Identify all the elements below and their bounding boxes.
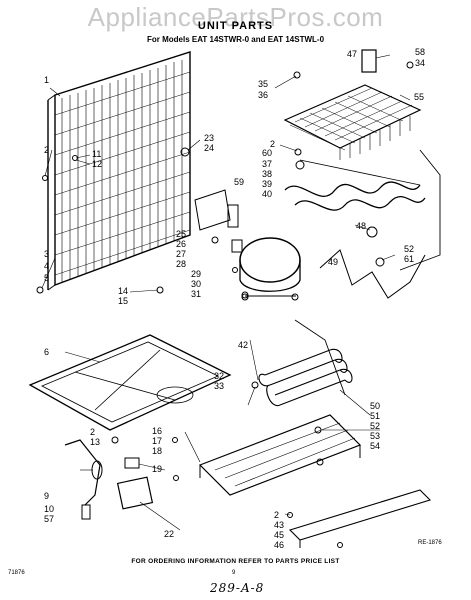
- callout-23: 23: [204, 133, 215, 143]
- junction-box: [116, 476, 154, 510]
- callout-3: 3: [44, 249, 50, 259]
- callout-34-right: 34: [415, 58, 426, 68]
- callout-2-bottom: 2: [274, 510, 280, 520]
- callout-18: 18: [152, 446, 163, 456]
- callout-37: 37: [262, 159, 273, 169]
- callout-5: 5: [44, 273, 50, 283]
- callout-47: 47: [347, 49, 358, 59]
- catalog-code: 71876: [8, 570, 25, 576]
- callout-52-lower: 52: [370, 421, 381, 431]
- callout-38: 38: [262, 169, 273, 179]
- condenser-coil: [283, 84, 422, 160]
- callout-22: 22: [164, 529, 175, 539]
- callout-13: 13: [90, 437, 101, 447]
- callout-61: 61: [404, 254, 415, 264]
- callout-39: 39: [262, 179, 273, 189]
- callout-49: 49: [328, 257, 339, 267]
- drain-pan: [28, 334, 232, 431]
- callout-10: 10: [44, 504, 55, 514]
- callout-14: 14: [118, 286, 129, 296]
- callout-27: 27: [176, 249, 187, 259]
- callout-58: 58: [415, 47, 426, 57]
- callout-57: 57: [44, 514, 55, 524]
- leader-lines: [41, 54, 411, 531]
- callout-6: 6: [44, 347, 50, 357]
- callout-28: 28: [176, 259, 187, 269]
- callout-15: 15: [118, 296, 129, 306]
- relay-bracket: [194, 189, 243, 253]
- callout-48: 48: [356, 221, 367, 231]
- callout-46: 46: [274, 540, 285, 550]
- power-cord: [64, 439, 103, 520]
- fasteners: [36, 61, 414, 548]
- callout-11: 11: [92, 149, 102, 159]
- clip-part: [124, 457, 140, 469]
- watermark: AppliancePartsPros.com: [87, 2, 384, 32]
- callout-2-mid: 2: [270, 139, 276, 149]
- callout-53: 53: [370, 431, 381, 441]
- compressor: [239, 237, 301, 301]
- callout-55: 55: [414, 92, 425, 102]
- callout-12: 12: [92, 159, 103, 169]
- callout-52-upper: 52: [404, 244, 415, 254]
- callout-42: 42: [238, 340, 249, 350]
- callout-30: 30: [191, 279, 202, 289]
- callout-16: 16: [152, 426, 163, 436]
- reference-code: RE-1876: [418, 540, 442, 546]
- callout-4: 4: [44, 261, 50, 271]
- top-relay: [361, 49, 377, 73]
- callout-29: 29: [191, 269, 202, 279]
- callout-43: 43: [274, 520, 285, 530]
- callout-60: 60: [262, 148, 273, 158]
- callout-2: 2: [44, 145, 50, 155]
- callout-32: 32: [214, 371, 225, 381]
- callout-1: 1: [44, 75, 50, 85]
- callout-59: 59: [234, 177, 245, 187]
- heater-coil-lower: [258, 319, 353, 407]
- callout-2-lower: 2: [90, 427, 96, 437]
- page-title: UNIT PARTS: [197, 20, 274, 32]
- callout-35: 35: [258, 79, 269, 89]
- page-number: 9: [232, 570, 236, 576]
- ordering-note: FOR ORDERING INFORMATION REFER TO PARTS …: [131, 558, 340, 565]
- callout-51: 51: [370, 411, 381, 421]
- callout-19: 19: [152, 464, 163, 474]
- callout-33: 33: [214, 381, 225, 391]
- handwritten-note: 289-A-8: [210, 581, 265, 595]
- callout-50: 50: [370, 401, 381, 411]
- heater-coil-upper: [284, 149, 441, 271]
- evaporator-rack: [47, 51, 191, 291]
- model-subtitle: For Models EAT 14STWR-0 and EAT 14STWL-0: [146, 35, 325, 44]
- bottom-rail: [288, 489, 432, 548]
- base-frame: [198, 414, 362, 496]
- callout-54: 54: [370, 441, 381, 451]
- callout-26: 26: [176, 239, 187, 249]
- callout-45: 45: [274, 530, 285, 540]
- callout-36: 36: [258, 90, 269, 100]
- callout-31: 31: [191, 289, 202, 299]
- callout-40: 40: [262, 189, 273, 199]
- tubing-line: [319, 249, 426, 299]
- callout-9: 9: [44, 491, 50, 501]
- callout-17: 17: [152, 436, 163, 446]
- callout-24: 24: [204, 143, 215, 153]
- callout-25: 25: [176, 229, 187, 239]
